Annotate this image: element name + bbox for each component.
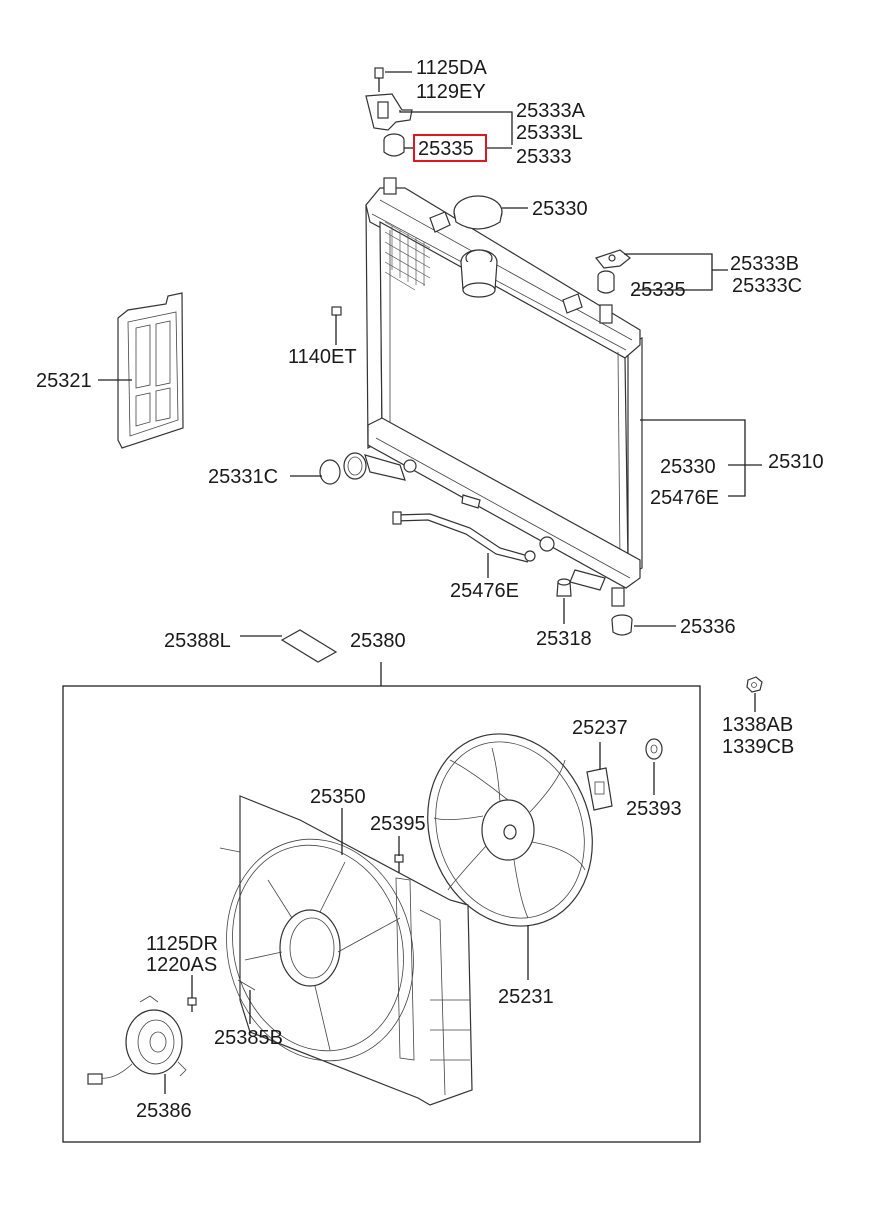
- air-guard[interactable]: [117, 292, 184, 449]
- callout-25333b[interactable]: 25333B: [730, 253, 799, 275]
- callout-1338ab[interactable]: 1338AB: [722, 714, 793, 736]
- right-bracket[interactable]: [594, 249, 631, 269]
- callout-25388l[interactable]: 25388L: [164, 630, 231, 652]
- callout-25350[interactable]: 25350: [310, 786, 366, 808]
- callout-25333a[interactable]: 25333A: [516, 100, 586, 122]
- right-insulator[interactable]: [597, 270, 615, 294]
- bolt-1140et[interactable]: [331, 306, 342, 330]
- lower-insulator[interactable]: [611, 614, 633, 636]
- callout-25237[interactable]: 25237: [572, 717, 628, 739]
- top-bolt[interactable]: [374, 67, 384, 92]
- radiator-assembly[interactable]: [364, 177, 643, 607]
- callout-25310[interactable]: 25310: [768, 451, 824, 473]
- highlight-box: [413, 134, 487, 162]
- callout-25335-right[interactable]: 25335: [630, 279, 686, 301]
- core-fins: [384, 221, 431, 291]
- callout-25395[interactable]: 25395: [370, 813, 426, 835]
- callout-25393[interactable]: 25393: [626, 798, 682, 820]
- callout-labels: 1125DA 1129EY 25333A 25333L 25333 25335 …: [36, 57, 824, 1122]
- drain-plug[interactable]: [556, 578, 572, 597]
- upper-insulator[interactable]: [383, 133, 405, 157]
- callout-25318[interactable]: 25318: [536, 628, 592, 650]
- callout-1140et[interactable]: 1140ET: [288, 346, 357, 368]
- callout-25321[interactable]: 25321: [36, 370, 92, 392]
- callout-25335-highlighted[interactable]: 25335: [418, 138, 474, 160]
- fan-shroud[interactable]: [202, 795, 473, 1106]
- nut-25393[interactable]: [645, 738, 663, 760]
- leader-lines: [98, 71, 762, 1094]
- callout-25330-cap[interactable]: 25330: [532, 198, 588, 220]
- callout-1339cb[interactable]: 1339CB: [722, 736, 794, 758]
- screw-25395[interactable]: [394, 854, 404, 873]
- label-sticker[interactable]: [280, 629, 338, 663]
- fan-motor[interactable]: [87, 995, 187, 1085]
- callout-25333l[interactable]: 25333L: [516, 122, 583, 144]
- resistor[interactable]: [586, 767, 613, 811]
- fan-blade[interactable]: [401, 711, 618, 950]
- callout-25231[interactable]: 25231: [498, 986, 554, 1008]
- callout-25336[interactable]: 25336: [680, 616, 736, 638]
- callout-25385b[interactable]: 25385B: [214, 1027, 283, 1049]
- radiator-cap[interactable]: [453, 195, 503, 230]
- callout-25330-core[interactable]: 25330: [660, 456, 716, 478]
- callout-25476e-core[interactable]: 25476E: [650, 487, 719, 509]
- hose-clamp[interactable]: [319, 452, 367, 485]
- callout-25331c[interactable]: 25331C: [208, 466, 278, 488]
- oil-cooler-hose[interactable]: [392, 511, 536, 563]
- callout-1125da[interactable]: 1125DA: [416, 57, 487, 79]
- callout-1220as[interactable]: 1220AS: [146, 954, 217, 976]
- callout-25386[interactable]: 25386: [136, 1100, 192, 1122]
- callout-25333c[interactable]: 25333C: [732, 275, 802, 297]
- callout-1129ey[interactable]: 1129EY: [416, 81, 486, 103]
- callout-25380[interactable]: 25380: [350, 630, 406, 652]
- upper-bracket[interactable]: [365, 93, 413, 131]
- nut-1338ab[interactable]: [746, 676, 763, 693]
- callout-25333[interactable]: 25333: [516, 146, 572, 168]
- bolt-motor[interactable]: [187, 997, 197, 1012]
- callout-1125dr[interactable]: 1125DR: [146, 933, 218, 955]
- callout-25476e-hose[interactable]: 25476E: [450, 580, 519, 602]
